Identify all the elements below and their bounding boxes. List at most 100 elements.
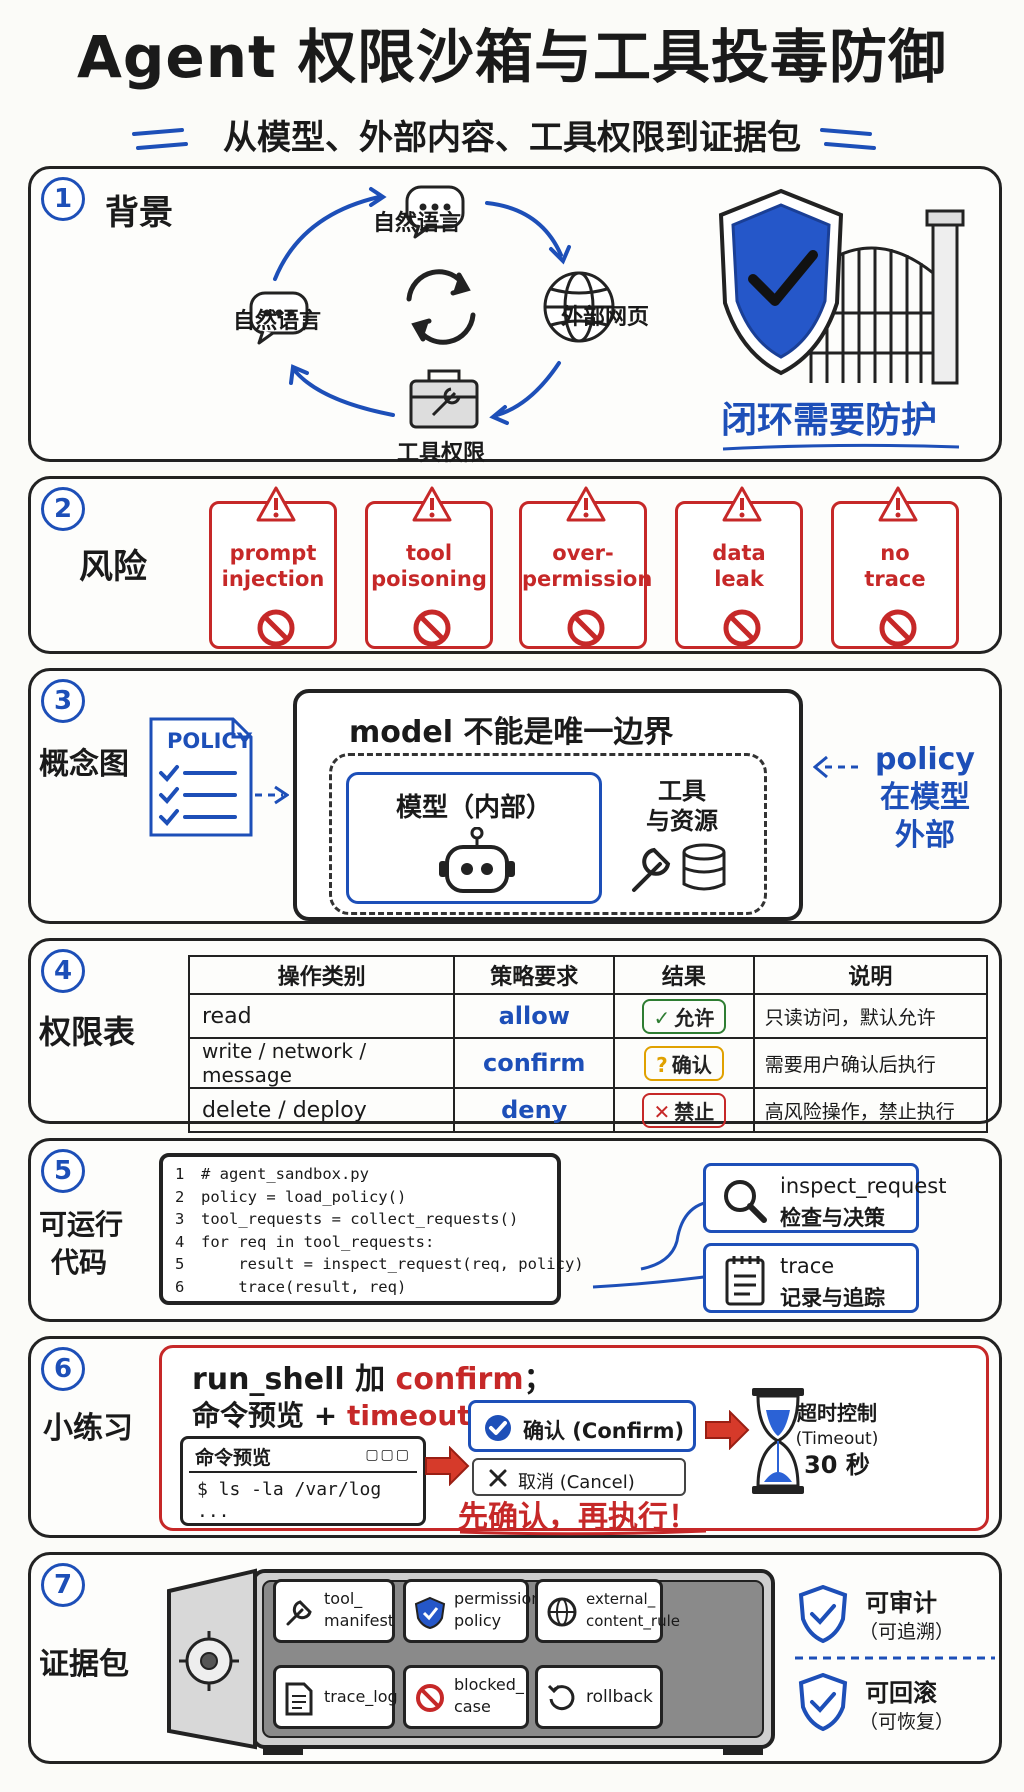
exercise-box: run_shell 加 confirm； 命令预览 + timeout 命令预览…	[159, 1345, 989, 1536]
loop-protection-caption: 闭环需要防护	[721, 400, 938, 441]
model-inner-box: 模型（内部）	[346, 772, 602, 904]
refresh-icon	[406, 269, 476, 345]
result-cell: ✕禁止	[613, 1087, 755, 1133]
slogan-underline	[459, 1529, 707, 1536]
risk-label: over- permission	[522, 541, 653, 591]
auditable-label: 可审计	[865, 1589, 937, 1617]
result-badge-allow: ✓允许	[641, 998, 727, 1034]
column-header: 策略要求	[453, 955, 616, 995]
caption-underline	[722, 443, 960, 451]
evidence-item-trace-log: trace_log	[273, 1665, 398, 1729]
result-badge-confirm: ?确认	[644, 1045, 724, 1081]
code-line: 5 result = inspect_request(req, policy)	[175, 1255, 584, 1273]
warning-icon	[566, 486, 606, 522]
terminal-ellipsis: ...	[197, 1501, 230, 1522]
section-evidence-pack: 7 证据包 tool_ manifest permission_ policy …	[28, 1552, 1002, 1764]
code-line: 6 trace(result, req)	[175, 1277, 407, 1296]
operation-cell: read	[187, 993, 456, 1039]
window-controls-icon: ▢▢▢	[365, 1447, 411, 1463]
section-number: 2	[41, 487, 85, 531]
evidence-item-blocked-case: blocked_ case	[403, 1665, 529, 1729]
note-cell: 只读访问，默认允许	[752, 993, 989, 1039]
ban-icon	[413, 609, 451, 647]
function-name: trace	[780, 1254, 835, 1278]
document-icon	[285, 1682, 313, 1716]
result-cell: ?确认	[613, 1037, 755, 1089]
policy-cell: deny	[453, 1087, 616, 1133]
exercise-slogan: 先确认，再执行！	[458, 1500, 698, 1535]
node-label-right: 外部网页	[560, 305, 649, 330]
toolbox-icon	[409, 369, 479, 429]
evidence-item-rollback: rollback	[535, 1665, 663, 1729]
globe-icon	[543, 271, 615, 343]
sandbox-dashed-box: 模型（内部） 工具 与资源	[329, 753, 767, 915]
node-label-left: 自然语言	[232, 309, 321, 334]
dashed-arrow-left-icon	[813, 755, 861, 779]
cancel-label: 取消 (Cancel)	[518, 1472, 635, 1493]
cancel-button[interactable]: 取消 (Cancel)	[472, 1458, 686, 1496]
node-label-bottom: 工具权限	[396, 441, 485, 466]
section-title: 风险	[79, 547, 147, 587]
notepad-icon	[725, 1256, 765, 1306]
column-header: 结果	[613, 955, 755, 995]
command-preview-window: 命令预览 ▢▢▢ $ ls -la /var/log ...	[180, 1436, 426, 1526]
policy-outside-label: policy 在模型 外部	[875, 742, 975, 853]
table-header-row: 操作类别 策略要求 结果 说明	[187, 955, 989, 995]
function-name: inspect_request	[780, 1174, 947, 1198]
policy-cell: allow	[453, 993, 616, 1039]
red-arrow-right-icon	[425, 1446, 470, 1486]
tools-resources-label: 工具 与资源	[646, 777, 718, 835]
exercise-line-1: run_shell 加 confirm；	[192, 1362, 554, 1397]
wrench-icon	[286, 1600, 312, 1626]
function-desc: 记录与追踪	[780, 1286, 885, 1310]
section-title-line2: 代码	[51, 1246, 108, 1279]
timeout-subtitle: (Timeout)	[795, 1429, 879, 1449]
dashed-divider	[795, 1656, 995, 1660]
cycle-arrow-icon	[273, 187, 571, 425]
risk-card-prompt-injection: prompt injection	[209, 486, 337, 649]
section-title: 背景	[105, 193, 173, 233]
section-number: 6	[41, 1347, 85, 1391]
shield-gate-illustration	[718, 188, 965, 385]
shield-check-icon	[798, 1673, 848, 1732]
globe-icon	[547, 1597, 577, 1627]
evidence-item-tool-manifest: tool_ manifest	[273, 1579, 395, 1643]
risk-card-tool-poisoning: tool poisoning	[365, 486, 493, 649]
section-title: 证据包	[39, 1647, 129, 1682]
confirm-button[interactable]: 确认 (Confirm)	[468, 1400, 696, 1452]
exercise-line-2: 命令预览 + timeout	[192, 1399, 471, 1432]
question-icon: ?	[656, 1052, 668, 1077]
rollbackable-label: 可回滚	[865, 1679, 937, 1707]
permission-table: 操作类别 策略要求 结果 说明 read allow ✓允许 只读访问，默认允许…	[187, 955, 989, 1133]
section-number: 5	[41, 1149, 85, 1193]
model-label: 模型（内部）	[395, 793, 552, 823]
evidence-item-label: tool_ manifest	[324, 1589, 395, 1630]
magnifier-icon	[724, 1180, 767, 1223]
result-badge-deny: ✕禁止	[641, 1092, 727, 1128]
model-boundary-box: model 不能是唯一边界 模型（内部） 工具 与资源	[293, 689, 803, 921]
wrench-database-icon	[632, 843, 726, 892]
policy-cell: confirm	[453, 1037, 616, 1089]
hourglass-icon	[752, 1388, 804, 1494]
chat-bubble-icon	[249, 291, 309, 345]
close-icon	[489, 1469, 507, 1487]
inspect-request-card: inspect_request 检查与决策	[703, 1163, 946, 1233]
connector-arrows	[592, 1191, 724, 1289]
checklist-icon	[159, 765, 237, 826]
subtitle-dash-left-icon	[132, 128, 188, 150]
warning-icon	[256, 486, 296, 522]
function-desc: 检查与决策	[780, 1206, 885, 1230]
policy-doc-title: POLICY	[167, 729, 253, 753]
ban-icon	[723, 609, 761, 647]
gate-icon	[809, 209, 965, 385]
ban-icon	[416, 1684, 444, 1712]
risk-card-data-leak: data leak	[675, 486, 803, 649]
warning-icon	[722, 486, 762, 522]
column-header: 操作类别	[187, 955, 456, 995]
subtitle-dash-right-icon	[820, 128, 876, 150]
risk-label: no trace	[864, 541, 926, 591]
code-line: 1# agent_sandbox.py	[175, 1165, 369, 1183]
